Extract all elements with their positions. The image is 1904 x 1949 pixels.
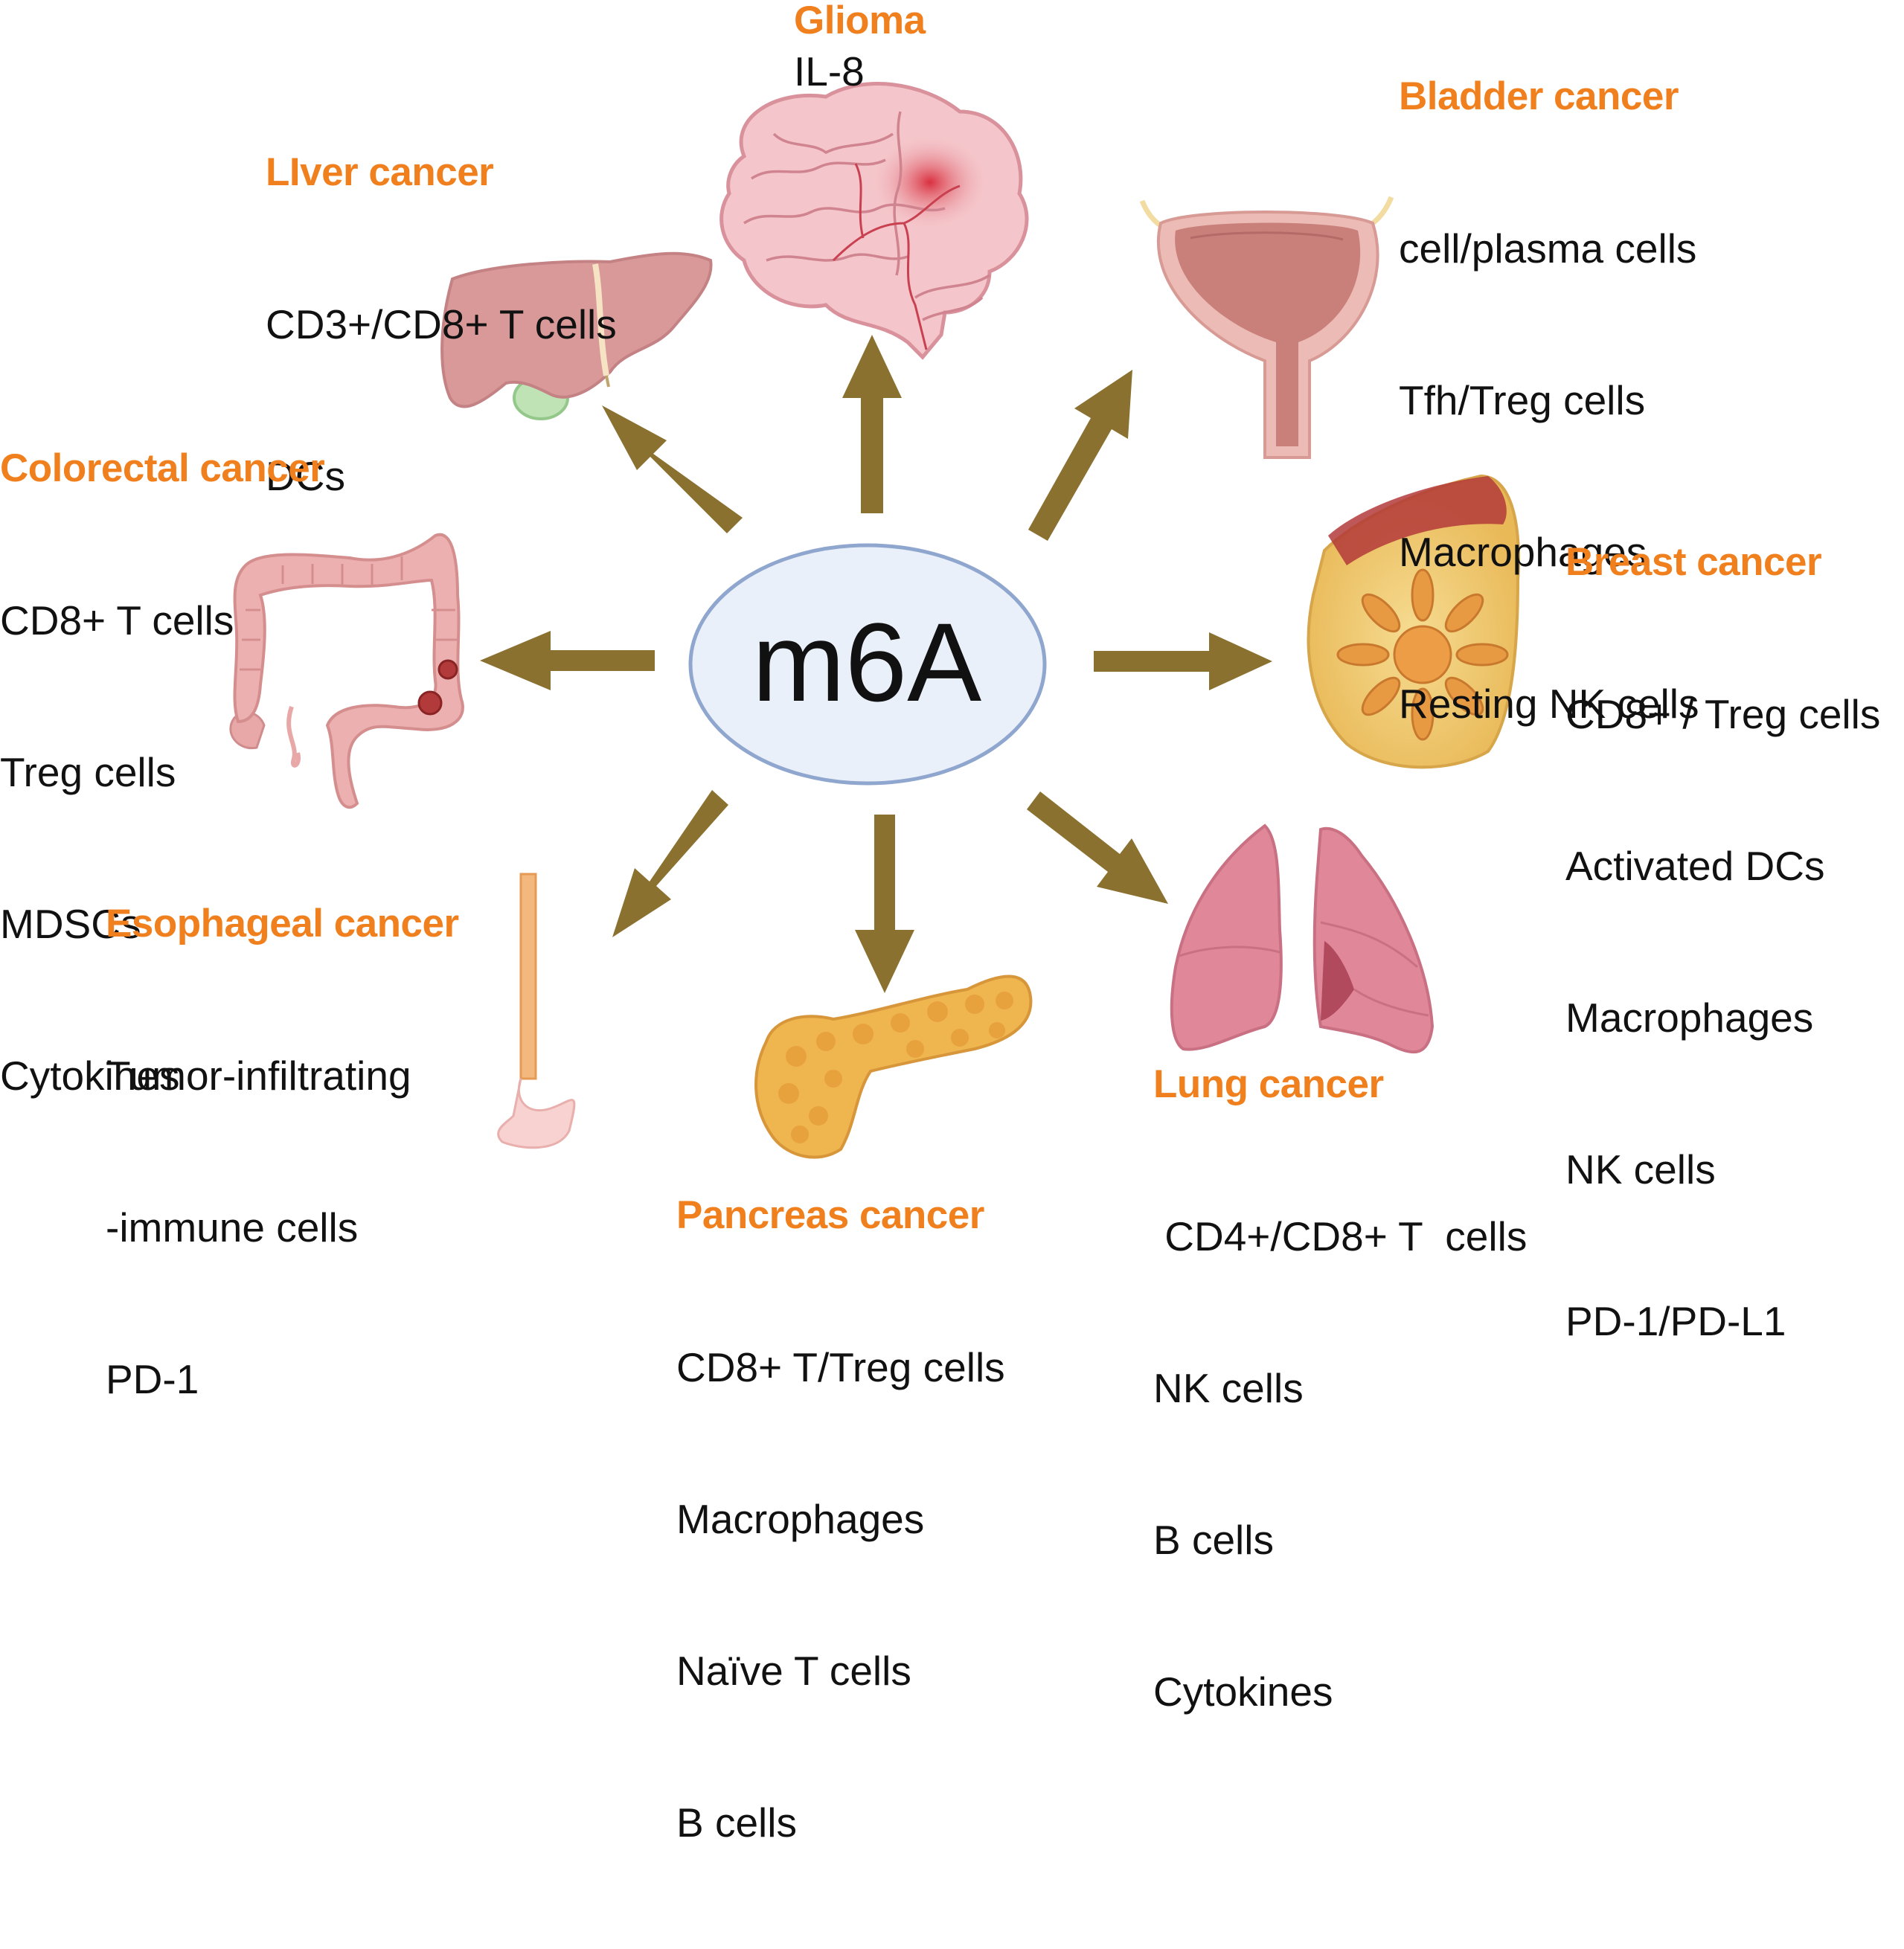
diagram-canvas: m6A Glioma IL-8 LIver cancer CD3+/CD8+ T… bbox=[0, 0, 1880, 1846]
arrow-to-liver bbox=[602, 405, 743, 533]
esophageal-title: Esophageal cancer bbox=[106, 902, 459, 945]
arrow-to-pancreas bbox=[855, 815, 914, 993]
breast-item: CD8+ / Treg cells bbox=[1565, 691, 1881, 737]
arrow-to-glioma bbox=[842, 335, 902, 513]
glioma-item: IL-8 bbox=[794, 48, 865, 94]
colon-icon bbox=[229, 533, 464, 809]
pancreas-title: Pancreas cancer bbox=[676, 1193, 984, 1237]
breast-item: Macrophages bbox=[1565, 995, 1814, 1041]
liver-block: LIver cancer CD3+/CD8+ T cells DCs bbox=[266, 147, 617, 603]
lungs-icon bbox=[1170, 823, 1435, 1054]
arrow-to-bladder bbox=[1028, 370, 1132, 541]
liver-item: CD3+/CD8+ T cells bbox=[266, 301, 617, 347]
esophageal-item: -immune cells bbox=[106, 1204, 359, 1250]
liver-icon bbox=[440, 251, 713, 420]
colorectal-block: Colorectal cancer CD8+ T cells Treg cell… bbox=[0, 443, 325, 1202]
diagram-graphics bbox=[229, 82, 1520, 1159]
colorectal-item: Cytokines bbox=[0, 1053, 180, 1099]
liver-title: LIver cancer bbox=[266, 150, 494, 194]
colorectal-item: MDSCs bbox=[0, 901, 141, 947]
bladder-icon bbox=[1139, 196, 1394, 459]
breast-item: NK cells bbox=[1565, 1146, 1716, 1192]
breast-icon bbox=[1307, 474, 1520, 769]
bladder-title: Bladder cancer bbox=[1399, 74, 1679, 118]
lung-item: NK cells bbox=[1153, 1365, 1304, 1411]
pancreas-item: Naïve T cells bbox=[676, 1648, 911, 1694]
bladder-item: Resting NK cells bbox=[1399, 681, 1699, 727]
breast-item: PD-1/PD-L1 bbox=[1565, 1298, 1786, 1344]
pancreas-block: Pancreas cancer CD8+ T/Treg cells Macrop… bbox=[676, 1190, 1005, 1949]
pancreas-item: CD8+ T/Treg cells bbox=[676, 1344, 1005, 1390]
arrow-to-lung bbox=[1027, 792, 1168, 904]
arrow-to-esophageal bbox=[612, 790, 728, 937]
bladder-item: Tfh/Treg cells bbox=[1399, 377, 1646, 423]
breast-lobules bbox=[1336, 568, 1509, 741]
arrows bbox=[480, 335, 1272, 993]
m6a-ellipse bbox=[688, 543, 1047, 786]
brain-icon bbox=[719, 82, 1029, 360]
breast-block: Breast cancer CD8+ / Treg cells Activate… bbox=[1565, 537, 1880, 1448]
glioma-block: Glioma IL-8 bbox=[794, 0, 926, 97]
colorectal-title: Colorectal cancer bbox=[0, 446, 325, 490]
lung-block: Lung cancer CD4+/CD8+ T cells NK cells B… bbox=[1153, 1059, 1527, 1818]
lung-title: Lung cancer bbox=[1153, 1062, 1384, 1106]
arrow-to-breast bbox=[1094, 632, 1272, 690]
lung-item: Cytokines bbox=[1153, 1669, 1333, 1715]
breast-item: Activated DCs bbox=[1565, 843, 1825, 889]
lung-item: CD4+/CD8+ T cells bbox=[1153, 1213, 1528, 1259]
esophagus-icon bbox=[497, 873, 576, 1149]
pancreas-item: Macrophages bbox=[676, 1496, 925, 1542]
center-label: m6A bbox=[751, 600, 982, 725]
esophageal-item: Tumor-infiltrating bbox=[106, 1053, 411, 1099]
glioma-title: Glioma bbox=[794, 0, 926, 42]
arrow-to-colorectal bbox=[480, 631, 655, 690]
bladder-block: Bladder cancer cell/plasma cells Tfh/Tre… bbox=[1399, 71, 1699, 830]
pancreas-item: B cells bbox=[676, 1799, 797, 1846]
colorectal-item: Treg cells bbox=[0, 749, 176, 795]
esophageal-item: PD-1 bbox=[106, 1356, 199, 1402]
liver-item: DCs bbox=[266, 453, 345, 499]
pancreas-icon bbox=[754, 974, 1033, 1159]
colorectal-item: CD8+ T cells bbox=[0, 597, 234, 643]
lung-item: B cells bbox=[1153, 1517, 1274, 1563]
esophageal-block: Esophageal cancer Tumor-infiltrating -im… bbox=[106, 899, 459, 1506]
bladder-item: cell/plasma cells bbox=[1399, 225, 1697, 272]
breast-title: Breast cancer bbox=[1565, 540, 1822, 584]
bladder-item: Macrophages bbox=[1399, 529, 1647, 575]
